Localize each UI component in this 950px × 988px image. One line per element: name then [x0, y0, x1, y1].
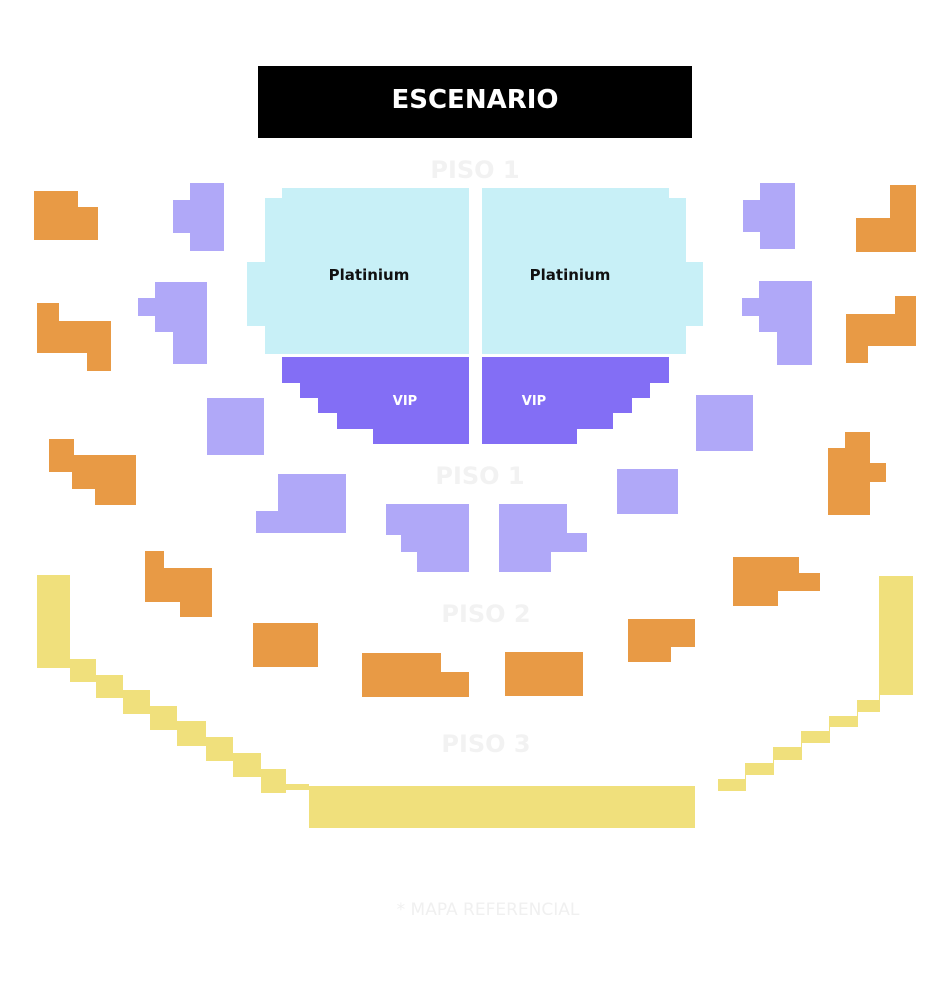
stage	[258, 66, 692, 138]
vip-right-label: VIP	[522, 394, 546, 409]
floor2-section[interactable]	[856, 185, 916, 252]
floor2-section[interactable]	[628, 619, 695, 662]
floor1-section[interactable]	[173, 183, 224, 251]
stage-label: ESCENARIO	[391, 85, 558, 115]
floor1-section[interactable]	[696, 395, 753, 451]
platinium-left-section[interactable]	[247, 188, 469, 354]
floor2-section[interactable]	[145, 551, 212, 617]
platinium-right-label: Platinium	[530, 266, 611, 284]
platinium-right-section[interactable]	[482, 188, 703, 354]
floor2-section[interactable]	[733, 557, 820, 606]
reference-note: * MAPA REFERENCIAL	[397, 900, 580, 920]
floor2-section[interactable]	[846, 296, 916, 363]
vip-left-label: VIP	[393, 394, 417, 409]
floor2-section[interactable]	[49, 439, 136, 505]
floor1-section[interactable]	[138, 282, 207, 364]
floor2-section[interactable]	[253, 623, 318, 667]
floor1-section[interactable]	[207, 398, 264, 455]
floor2-section[interactable]	[34, 191, 98, 240]
floor2-section[interactable]	[505, 652, 583, 696]
vip-left-section[interactable]	[282, 357, 469, 444]
floor1-section[interactable]	[743, 183, 795, 249]
floor1-section[interactable]	[617, 469, 678, 514]
floor2-section[interactable]	[828, 432, 886, 515]
floor2-section[interactable]	[37, 303, 111, 371]
vip-right-section[interactable]	[482, 357, 669, 444]
floor-3-label: PISO 3	[441, 730, 530, 758]
floor-1-top-label: PISO 1	[430, 156, 519, 184]
floor3-section[interactable]	[37, 575, 913, 828]
platinium-left-label: Platinium	[329, 266, 410, 284]
floor2-section[interactable]	[362, 653, 469, 697]
floor-1-mid-label: PISO 1	[435, 462, 524, 490]
floor1-section[interactable]	[742, 281, 812, 365]
floor1-section[interactable]	[256, 474, 346, 533]
floor1-section[interactable]	[386, 504, 469, 572]
floor1-section[interactable]	[499, 504, 587, 572]
floor-2-label: PISO 2	[441, 600, 530, 628]
